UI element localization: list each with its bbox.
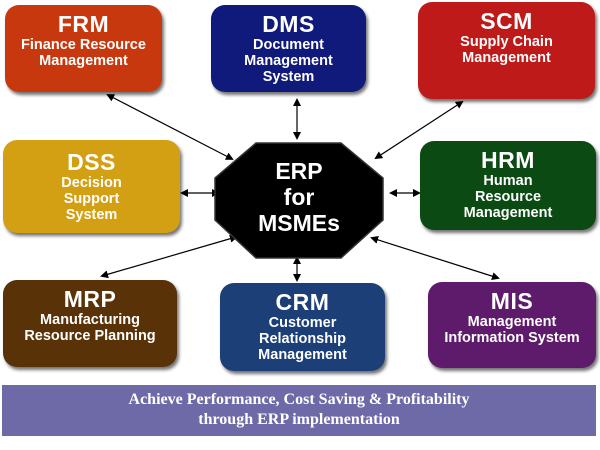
tagline-banner: Achieve Performance, Cost Saving & Profi… bbox=[2, 385, 596, 436]
module-dss: DSS Decision Support System bbox=[3, 140, 180, 233]
module-hrm-name: Human Resource Management bbox=[463, 173, 553, 221]
module-mis: MIS Management Information System bbox=[428, 282, 596, 368]
module-frm-name: Finance Resource Management bbox=[21, 37, 146, 69]
module-frm-abbr: FRM bbox=[57, 11, 110, 37]
connector-mrp bbox=[100, 234, 238, 279]
module-mis-name: Management Information System bbox=[444, 314, 580, 346]
module-dms-abbr: DMS bbox=[262, 11, 315, 37]
module-dss-abbr: DSS bbox=[67, 149, 116, 175]
tagline-line-2: through ERP implementation bbox=[198, 411, 400, 428]
module-scm: SCM Supply Chain Management bbox=[418, 2, 595, 99]
module-crm: CRM Customer Relationship Management bbox=[220, 283, 385, 371]
hub-label: ERP for MSMEs bbox=[220, 158, 378, 236]
module-frm: FRM Finance Resource Management bbox=[5, 5, 162, 92]
module-dss-name: Decision Support System bbox=[61, 175, 122, 223]
module-hrm-abbr: HRM bbox=[481, 147, 535, 173]
module-crm-name: Customer Relationship Management bbox=[258, 315, 347, 363]
module-crm-abbr: CRM bbox=[275, 289, 330, 315]
module-dms: DMS Document Management System bbox=[211, 5, 366, 92]
hub-line-3: MSMEs bbox=[258, 210, 340, 236]
connector-frm bbox=[106, 94, 234, 160]
module-mrp-name: Manufacturing Resource Planning bbox=[24, 312, 156, 344]
connector-mis bbox=[370, 236, 500, 280]
module-dms-name: Document Management System bbox=[244, 37, 333, 85]
module-hrm: HRM Human Resource Management bbox=[420, 141, 596, 230]
module-scm-name: Supply Chain Management bbox=[460, 34, 553, 66]
connector-scm bbox=[374, 100, 464, 160]
module-scm-abbr: SCM bbox=[480, 8, 533, 34]
module-mrp-abbr: MRP bbox=[63, 286, 117, 312]
module-mis-abbr: MIS bbox=[490, 288, 534, 314]
tagline-line-1: Achieve Performance, Cost Saving & Profi… bbox=[128, 391, 470, 408]
hub-line-2: for bbox=[283, 184, 315, 210]
hub-line-1: ERP bbox=[275, 158, 323, 184]
module-mrp: MRP Manufacturing Resource Planning bbox=[3, 280, 177, 367]
